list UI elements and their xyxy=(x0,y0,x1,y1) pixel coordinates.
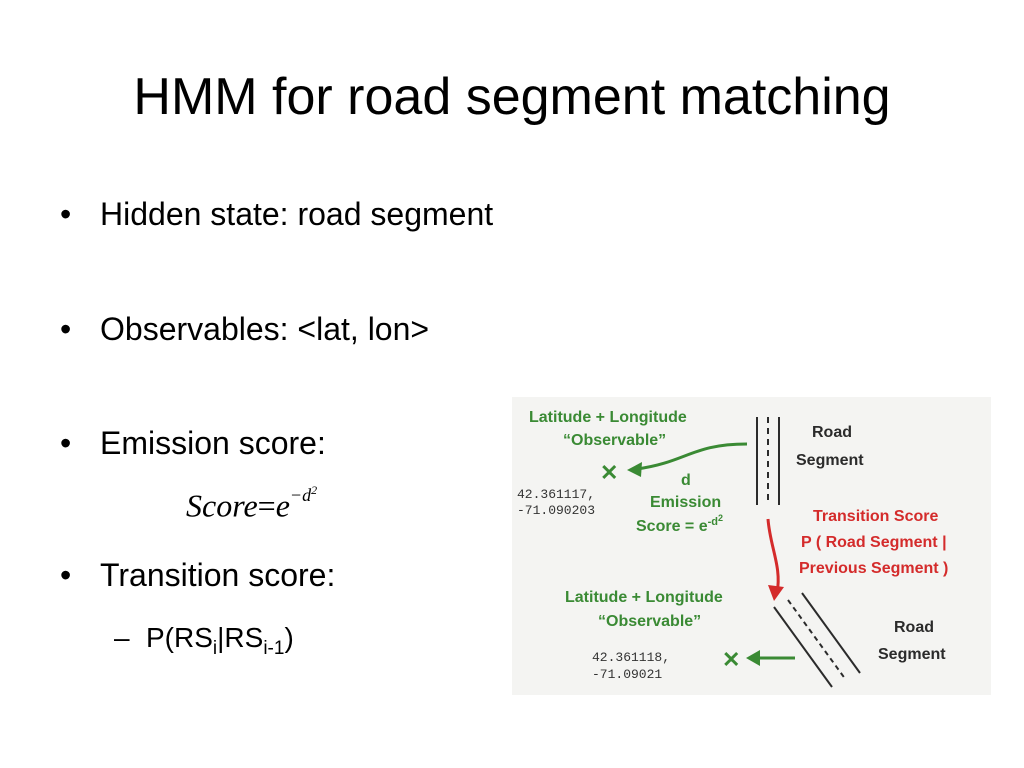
formula-lhs: Score xyxy=(186,487,258,524)
emission-score-pow: 2 xyxy=(718,513,723,523)
top-coordinate-lon: -71.090203 xyxy=(517,503,595,518)
top-distance-arrow xyxy=(636,442,748,471)
bullet-marker: • xyxy=(60,196,72,232)
bullet-emission-score: Emission score: xyxy=(100,425,326,461)
bottom-arrow-head-icon xyxy=(746,650,760,666)
top-observable-subtitle: “Observable” xyxy=(563,432,666,449)
bullet-marker: • xyxy=(60,425,72,461)
transition-prob-line2: Previous Segment ) xyxy=(799,560,948,577)
bottom-road-label-line2: Segment xyxy=(878,646,946,663)
bottom-road-right-edge xyxy=(801,592,861,674)
transition-probability: P(RSi|RSi-1) xyxy=(146,620,294,659)
transition-sub-i-1: i-1 xyxy=(263,638,285,659)
formula-equals: = xyxy=(257,487,276,524)
top-observable-title: Latitude + Longitude xyxy=(529,409,687,426)
bottom-road-left-edge xyxy=(773,606,833,688)
formula-exponent-power: 2 xyxy=(311,483,318,497)
bullet-marker: • xyxy=(60,311,72,347)
sub-bullet-dash: – xyxy=(114,622,130,653)
transition-suffix: ) xyxy=(284,622,294,653)
emission-score-label: Score = e-d2 xyxy=(636,513,723,535)
transition-middle: |RS xyxy=(217,622,264,653)
bottom-coordinate-lon: -71.09021 xyxy=(592,667,662,682)
transition-arrow-head-icon xyxy=(768,585,784,601)
transition-sub-i: i xyxy=(212,638,218,659)
bottom-observation-marker-icon: ✕ xyxy=(722,647,740,672)
bullet-marker: • xyxy=(60,557,72,593)
emission-formula: Score=e−d2 xyxy=(186,474,317,526)
bullet-transition-score: Transition score: xyxy=(100,557,336,593)
top-arrow-head-icon xyxy=(627,462,642,477)
top-road-label-line2: Segment xyxy=(796,452,864,469)
bottom-observable-subtitle: “Observable” xyxy=(598,613,701,630)
bottom-road-label-line1: Road xyxy=(894,619,934,636)
distance-label: d xyxy=(681,472,691,489)
transition-prob-line1: P ( Road Segment | xyxy=(801,534,947,551)
top-observation-marker-icon: ✕ xyxy=(600,460,618,485)
transition-arrow xyxy=(766,518,780,594)
emission-label: Emission xyxy=(650,494,721,511)
transition-prefix: P(RS xyxy=(146,622,213,653)
emission-score-exp: -d xyxy=(708,516,718,528)
road-matching-diagram: ✕ ✕ Latitude + Longitude “Observable” 42… xyxy=(517,409,948,688)
transition-score-label: Transition Score xyxy=(813,508,938,525)
bottom-coordinate-lat: 42.361118, xyxy=(592,650,670,665)
slide-title: HMM for road segment matching xyxy=(133,68,891,126)
bottom-road-center-dash xyxy=(787,599,847,681)
formula-base: e xyxy=(275,487,290,524)
top-road-label-line1: Road xyxy=(812,424,852,441)
bottom-observable-title: Latitude + Longitude xyxy=(565,589,723,606)
road-matching-figure: ✕ ✕ Latitude + Longitude “Observable” 42… xyxy=(512,397,991,695)
emission-score-text: Score = e xyxy=(636,518,708,535)
formula-exponent: −d xyxy=(289,485,312,505)
bullet-observables: Observables: <lat, lon> xyxy=(100,311,430,347)
top-coordinate-lat: 42.361117, xyxy=(517,487,595,502)
bullet-hidden-state: Hidden state: road segment xyxy=(100,196,494,232)
